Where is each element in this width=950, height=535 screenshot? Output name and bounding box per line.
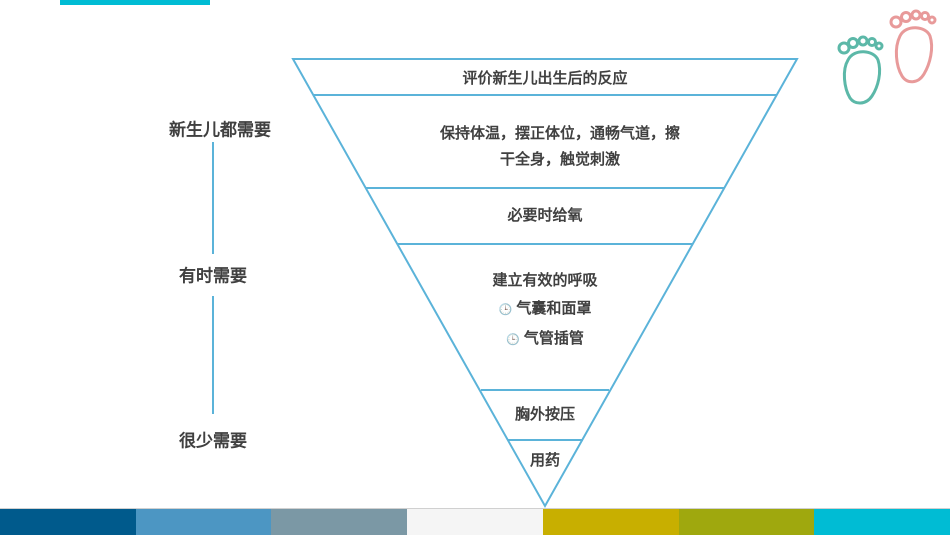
level-1-label: 评价新生儿出生后的反应 [462,69,628,87]
footer-segment-5 [542,509,679,535]
scale-line-upper [212,142,214,254]
level-6-label: 用药 [529,451,561,469]
level-4-label: 建立有效的呼吸 [492,271,598,289]
level-4-sub-1: 🕒气囊和面罩 [492,294,597,324]
need-scale-top: 新生儿都需要 [169,120,271,141]
level-1-text: 评价新生儿出生后的反应 [462,66,627,90]
level-3-label: 必要时给氧 [507,206,583,224]
pink-foot-icon [889,9,937,84]
teal-foot-icon [837,35,884,105]
footer-color-bar [0,509,950,535]
footer-segment-7 [814,509,950,535]
footer-segment-6 [678,509,815,535]
level-4-sub-2-label: 气管插管 [523,329,584,347]
footer-segment-1 [0,509,136,535]
level-6-text: 用药 [530,448,560,472]
baby-feet-icon [837,9,937,105]
triangle-outline [291,58,799,509]
level-5-text: 胸外按压 [515,402,575,426]
footer-segment-3 [271,509,408,535]
level-4-sub-2: 🕒气管插管 [492,324,597,354]
clock-icon: 🕒 [498,303,513,316]
top-accent-bar [60,0,210,5]
level-4-sub-1-label: 气囊和面罩 [516,299,592,317]
clock-icon: 🕒 [506,333,520,346]
footer-segment-2 [135,509,272,535]
scale-line-lower [212,296,214,414]
need-scale-middle: 有时需要 [179,266,247,287]
need-scale-bottom: 很少需要 [179,431,247,452]
footer-segment-4 [407,509,543,535]
level-2-line-1: 保持体温，摆正体位，通畅气道，擦 [439,124,681,142]
level-2-line-2: 干全身，触觉刺激 [499,150,621,168]
level-3-text: 必要时给氧 [507,203,582,227]
level-4-text: 建立有效的呼吸 🕒气囊和面罩 🕒气管插管 [492,266,597,354]
level-5-label: 胸外按压 [514,405,576,423]
level-2-text: 保持体温，摆正体位，通畅气道，擦 干全身，触觉刺激 [440,120,680,172]
